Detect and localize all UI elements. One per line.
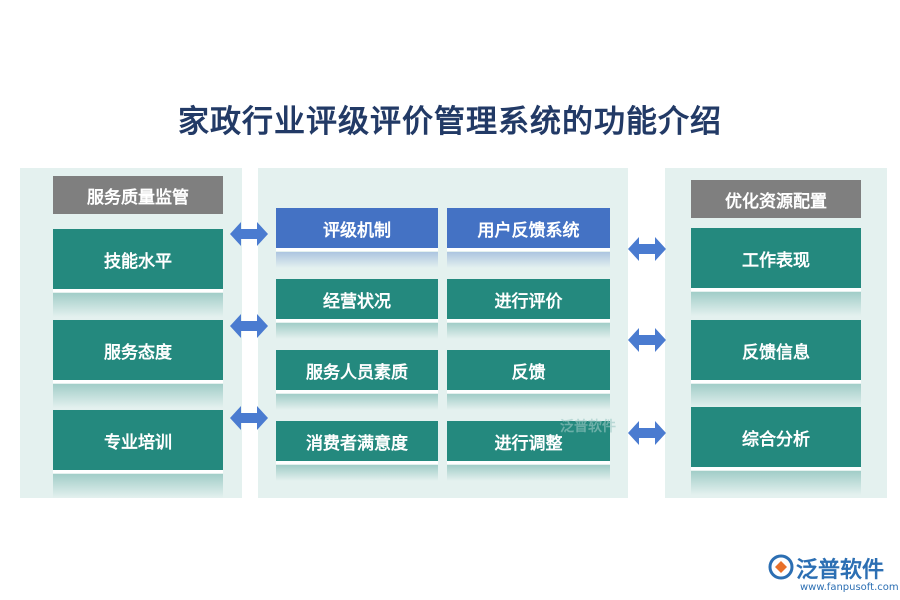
box-reflection — [276, 323, 438, 339]
box-reflection — [276, 394, 438, 410]
mid-item-evaluate: 进行评价 — [447, 279, 610, 322]
mid-item-staff-quality: 服务人员素质 — [276, 350, 438, 393]
double-arrow-icon — [628, 328, 666, 352]
box-reflection — [53, 474, 223, 498]
mid-item-user-feedback-system: 用户反馈系统 — [447, 208, 610, 251]
watermark: 泛普软件 — [560, 419, 616, 435]
right-item-work-performance: 工作表现 — [691, 228, 861, 291]
box-reflection — [53, 384, 223, 408]
page-title: 家政行业评级评价管理系统的功能介绍 — [178, 104, 722, 140]
left-item-training: 专业培训 — [53, 410, 223, 473]
box-reflection — [276, 252, 438, 268]
box-reflection — [691, 471, 861, 495]
box-reflection — [53, 293, 223, 317]
double-arrow-icon — [230, 406, 268, 430]
left-item-attitude: 服务态度 — [53, 320, 223, 383]
box-reflection — [447, 465, 610, 481]
mid-item-operating-status: 经营状况 — [276, 279, 438, 322]
box-reflection — [447, 394, 610, 410]
left-panel-header: 服务质量监管 — [53, 176, 223, 214]
logo-url: www.fanpusoft.com — [800, 582, 899, 593]
logo-name: 泛普软件 — [796, 558, 885, 583]
mid-item-rating-mechanism: 评级机制 — [276, 208, 438, 251]
right-item-feedback-info: 反馈信息 — [691, 320, 861, 383]
double-arrow-icon — [230, 222, 268, 246]
double-arrow-icon — [230, 314, 268, 338]
mid-item-adjust: 进行调整 — [447, 421, 610, 464]
left-item-skill: 技能水平 — [53, 229, 223, 292]
brand-logo: 泛普软件 www.fanpusoft.com — [768, 552, 899, 600]
box-reflection — [447, 252, 610, 268]
box-reflection — [447, 323, 610, 339]
box-reflection — [276, 465, 438, 481]
right-item-comprehensive-analysis: 综合分析 — [691, 407, 861, 470]
box-reflection — [691, 384, 861, 408]
double-arrow-icon — [628, 237, 666, 261]
mid-item-feedback: 反馈 — [447, 350, 610, 393]
box-reflection — [691, 292, 861, 316]
right-panel-header: 优化资源配置 — [691, 180, 861, 218]
double-arrow-icon — [628, 421, 666, 445]
fanpu-logo-icon — [768, 554, 794, 580]
mid-item-consumer-satisfaction: 消费者满意度 — [276, 421, 438, 464]
